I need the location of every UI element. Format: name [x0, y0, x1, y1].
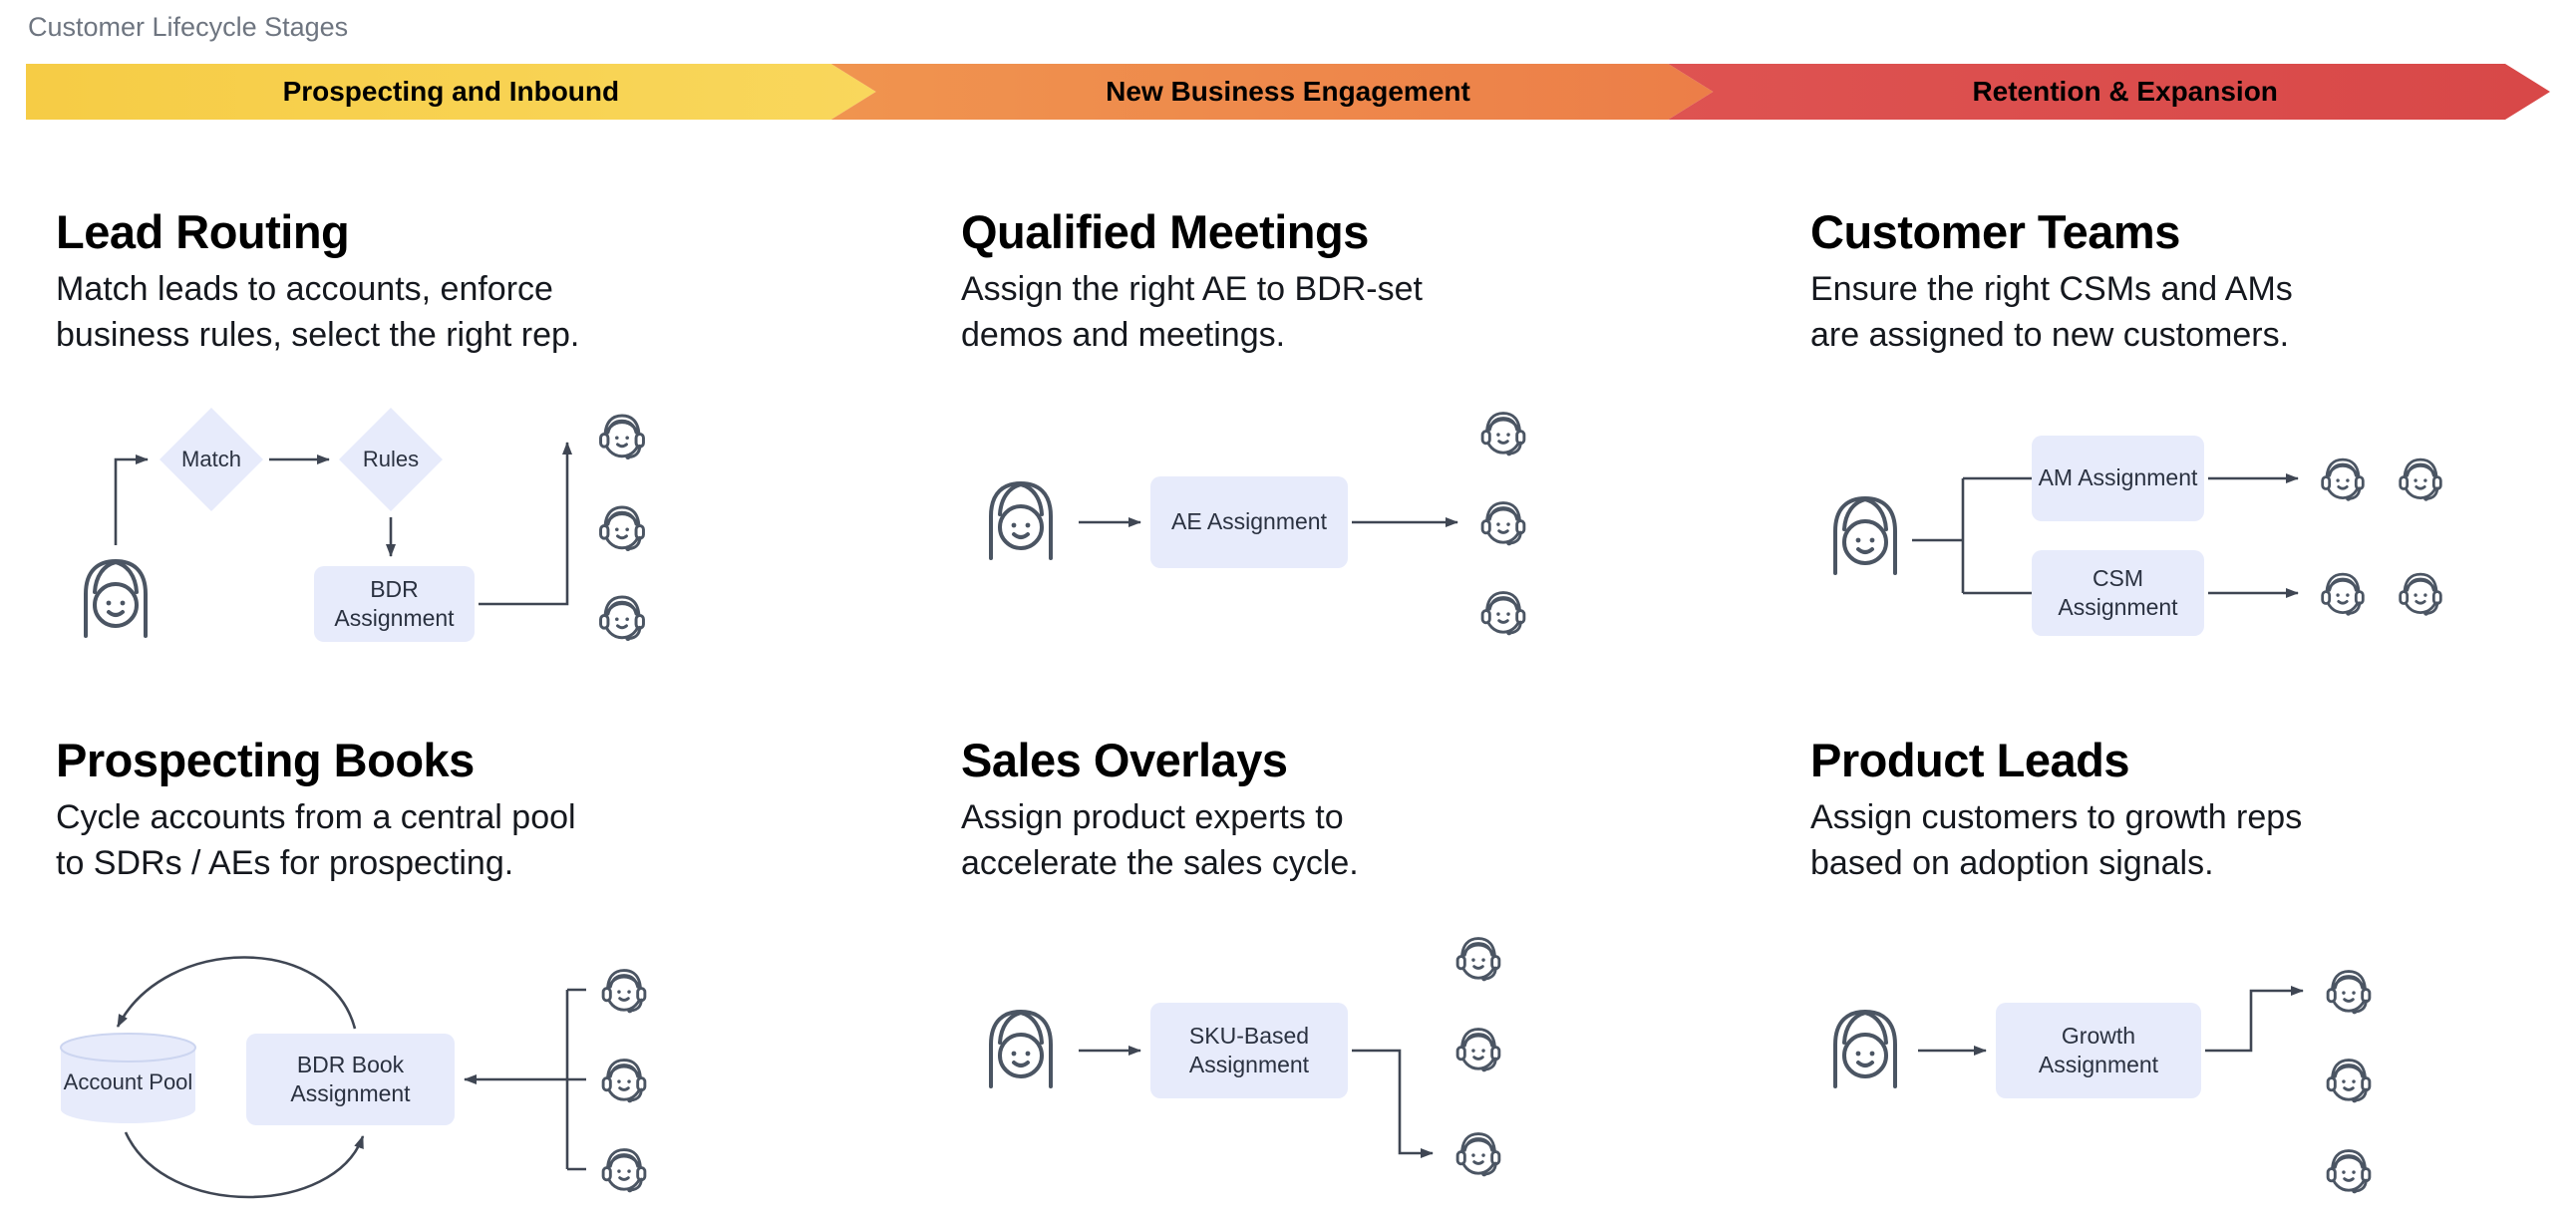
rep-icon — [2326, 1148, 2372, 1195]
customer-icon — [989, 480, 1053, 560]
rep-icon — [2399, 572, 2442, 617]
rules-node-label: Rules — [362, 446, 420, 471]
product-leads-diagram: Growth Assignment — [1810, 909, 2548, 1216]
panel-description: Assign customers to growth reps based on… — [1810, 798, 2303, 882]
panel-customer-teams: Customer Teams Ensure the right CSMs and… — [1810, 204, 2548, 690]
qualified-meetings-canvas — [989, 411, 1526, 637]
rep-icon — [1455, 1131, 1501, 1178]
panel-description: Cycle accounts from a central pool to SD… — [56, 798, 576, 882]
rep-icon — [2399, 457, 2442, 502]
stage-label: Retention & Expansion — [1972, 76, 2278, 107]
qualified-meetings-diagram: AE Assignment — [961, 381, 1838, 690]
am-assignment-node: AM Assignment — [2032, 435, 2204, 521]
lead-routing-diagram: Match Rules BDR Assignment — [56, 381, 933, 690]
stage-label: Prospecting and Inbound — [282, 76, 620, 107]
lifecycle-stage-bar: Prospecting and Inbound New Business Eng… — [26, 64, 2550, 120]
bdr-assignment-node: BDR Assignment — [314, 565, 475, 642]
account-pool-label: Account Pool — [63, 1068, 193, 1094]
ae-assignment-node: AE Assignment — [1150, 475, 1348, 568]
rep-icon — [599, 414, 645, 461]
panel-product-leads: Product Leads Assign customers to growth… — [1810, 733, 2548, 1216]
panel-title: Qualified Meetings — [961, 205, 1369, 258]
panel-description: Assign the right AE to BDR-set demos and… — [961, 270, 1423, 354]
customer-icon — [989, 1009, 1053, 1088]
stage-retention-expansion: Retention & Expansion — [1668, 64, 2550, 120]
sku-based-assignment-node: SKU-Based Assignment — [1150, 1002, 1348, 1098]
panel-title: Prospecting Books — [56, 734, 475, 786]
product-leads-canvas — [1833, 969, 2372, 1195]
stage-label: New Business Engagement — [1106, 76, 1470, 107]
lead-routing-canvas — [84, 407, 645, 643]
rep-icon — [1480, 411, 1526, 457]
prospecting-books-canvas — [60, 955, 647, 1198]
rep-icon — [1480, 500, 1526, 547]
panel-title: Lead Routing — [56, 205, 350, 258]
rep-icon — [1480, 590, 1526, 637]
rules-diamond — [339, 407, 443, 511]
cycle-arrows — [116, 955, 365, 1198]
match-diamond — [160, 407, 263, 511]
customer-teams-canvas — [1833, 457, 2442, 617]
rep-icon — [2321, 572, 2365, 617]
customer-icon — [84, 558, 148, 638]
customer-teams-diagram: AM Assignment CSM Assignment — [1810, 381, 2548, 690]
rep-icon — [2326, 1058, 2372, 1104]
panel-description: Match leads to accounts, enforce busines… — [56, 270, 580, 354]
panel-prospecting-books: Prospecting Books Cycle accounts from a … — [56, 733, 933, 1216]
panel-lead-routing: Lead Routing Match leads to accounts, en… — [56, 204, 933, 690]
stage-new-business-engagement: New Business Engagement — [831, 64, 1714, 120]
connector-lines — [1912, 472, 2299, 598]
panel-sales-overlays: Sales Overlays Assign product experts to… — [961, 733, 1838, 1216]
connector-lines — [114, 441, 572, 606]
rep-icon — [601, 1058, 647, 1104]
panel-title: Customer Teams — [1810, 205, 2180, 258]
sales-overlays-diagram: SKU-Based Assignment — [961, 909, 1838, 1216]
customer-icon — [1833, 495, 1897, 575]
prospecting-books-diagram: Account Pool BDR Book Assignment — [56, 909, 933, 1216]
customer-icon — [1833, 1009, 1897, 1088]
panel-description: Assign product experts to accelerate the… — [961, 798, 1359, 882]
rep-icon — [601, 968, 647, 1015]
panel-description: Ensure the right CSMs and AMs are assign… — [1810, 270, 2293, 354]
account-pool-cylinder — [60, 1032, 196, 1123]
growth-assignment-node: Growth Assignment — [1996, 1002, 2201, 1098]
connector-lines — [1079, 1045, 1434, 1158]
sales-overlays-canvas — [989, 936, 1501, 1178]
stage-prospecting-inbound: Prospecting and Inbound — [26, 64, 876, 120]
rep-icon — [601, 1147, 647, 1194]
connector-lines — [464, 988, 586, 1171]
panel-title: Sales Overlays — [961, 734, 1288, 786]
connector-lines — [1918, 985, 2304, 1056]
csm-assignment-node: CSM Assignment — [2032, 549, 2204, 636]
rep-icon — [599, 595, 645, 643]
bdr-book-assignment-node: BDR Book Assignment — [246, 1033, 455, 1125]
panel-title: Product Leads — [1810, 734, 2129, 786]
rep-icon — [1455, 1027, 1501, 1073]
rep-icon — [599, 505, 645, 553]
rep-icon — [1455, 936, 1501, 983]
page-title: Customer Lifecycle Stages — [28, 12, 349, 42]
panel-qualified-meetings: Qualified Meetings Assign the right AE t… — [961, 204, 1838, 690]
rep-icon — [2326, 969, 2372, 1016]
rep-icon — [2321, 457, 2365, 502]
match-node-label: Match — [181, 446, 241, 471]
